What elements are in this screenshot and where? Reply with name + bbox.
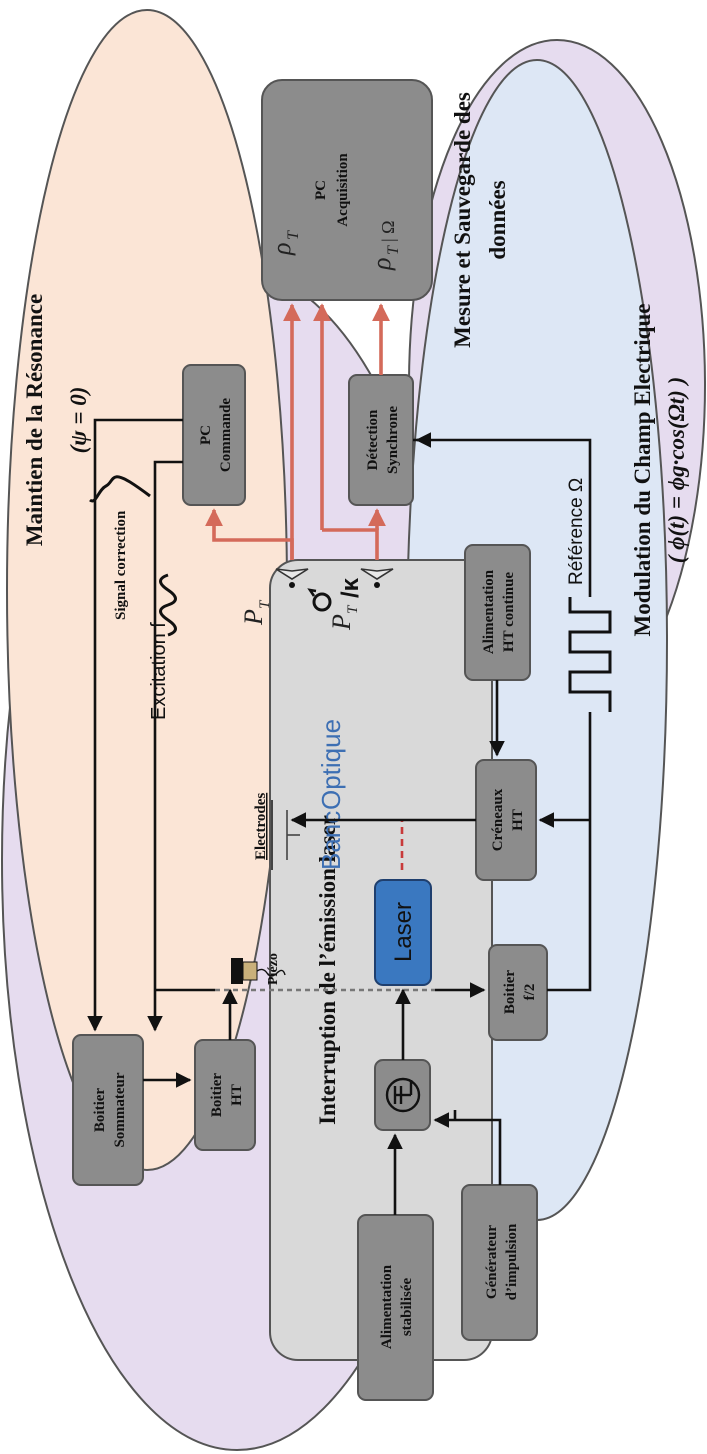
f2-line1: Boitier [502, 970, 518, 1014]
alim-ht-line2: HT continue [501, 572, 517, 652]
pc-commande-line1: PC [198, 425, 214, 445]
boitier-ht-line2: HT [229, 1084, 245, 1106]
detection-line2: Synchrone [385, 406, 401, 474]
photodetector-1-icon [275, 568, 309, 588]
wire-generateur-up [455, 1118, 502, 1185]
laser-label: Laser [390, 902, 417, 962]
resonance-title: Maintien de la Résonance [22, 294, 47, 546]
boitier-f2-box [488, 944, 548, 1041]
boitier-ht-box [194, 1039, 256, 1151]
pc-commande-box [182, 364, 246, 506]
generateur-line2: d’impulsion [504, 1223, 520, 1300]
resonance-condition: (ψ = 0) [66, 387, 91, 454]
pc-acquisition-box [261, 79, 433, 301]
rho-omega-bar: | Ω [378, 221, 398, 242]
boitier-ht-line1: Boitier [209, 1073, 225, 1117]
square-wave-icon [568, 597, 612, 712]
pt-sub-1: T [257, 599, 273, 609]
pt-label-2: P [327, 614, 356, 631]
kappa-label: /κ [337, 577, 364, 598]
pc-acquisition-line2: Acquisition [335, 153, 351, 227]
resonance-region [6, 9, 288, 1171]
alimentation-stabilisee-box [357, 1214, 434, 1401]
alim-stab-line2: stabilisée [399, 1277, 415, 1336]
rho-t-omega-label: ρ [367, 258, 396, 271]
modulation-formula: ( ϕ(t) = ϕg·cos(Ωt) ) [664, 377, 689, 564]
optique-label: Optique [316, 719, 346, 810]
pt-sub-2: T [345, 604, 361, 614]
rho-t-label: ρ [267, 243, 296, 256]
detection-synchrone-box [348, 374, 414, 506]
correction-signal-icon [89, 475, 151, 503]
piezo-label: Piézo [266, 953, 281, 985]
boitier-sommateur-box [72, 1034, 144, 1186]
creneaux-line2: HT [510, 809, 526, 831]
alimentation-ht-continue-box [464, 544, 531, 681]
excitation-label: Excitation f [148, 622, 170, 720]
wire-ref-up [413, 438, 592, 597]
pc-acquisition-line1: PC [313, 180, 329, 200]
transistor-icon [385, 1077, 421, 1113]
alim-ht-line1: Alimentation [481, 569, 497, 654]
signal-correction-label: Signal correction [113, 510, 129, 620]
sommateur-line2: Sommateur [112, 1072, 128, 1147]
creneaux-line1: Créneaux [490, 788, 506, 851]
f2-line2: f/2 [522, 984, 538, 1001]
electrodes-label: Electrodes [253, 793, 269, 860]
mesure-title: Mesure et Sauvegarde des [450, 92, 475, 348]
piezo-icon [231, 958, 286, 984]
rho-t-sub: T [285, 230, 302, 240]
mesure-title-line2: données [485, 180, 510, 259]
interruption-title: Interruption de l’émission laser [315, 815, 340, 1125]
pc-commande-line2: Commande [218, 398, 234, 473]
sommateur-line1: Boitier [92, 1088, 108, 1132]
alim-stab-line1: Alimentation [379, 1264, 395, 1349]
creneaux-ht-box [475, 759, 537, 881]
rotation-icon [307, 588, 332, 612]
wire-commande-to-sommateur [87, 418, 183, 1032]
modulation-title: Modulation du Champ Electrique [630, 304, 655, 637]
photodetector-2-icon [360, 568, 394, 588]
pt-label-1: P [239, 609, 268, 626]
wire-excitation-to-sommateur [147, 460, 183, 1032]
rho-t-omega-sub: T [385, 245, 402, 255]
generateur-line1: Générateur [484, 1225, 500, 1299]
excitation-wave-icon [159, 573, 177, 637]
wire-f2-out [547, 712, 592, 992]
reference-label: Référence Ω [566, 478, 587, 585]
laser-box [374, 879, 432, 986]
detection-line1: Détection [365, 409, 381, 470]
